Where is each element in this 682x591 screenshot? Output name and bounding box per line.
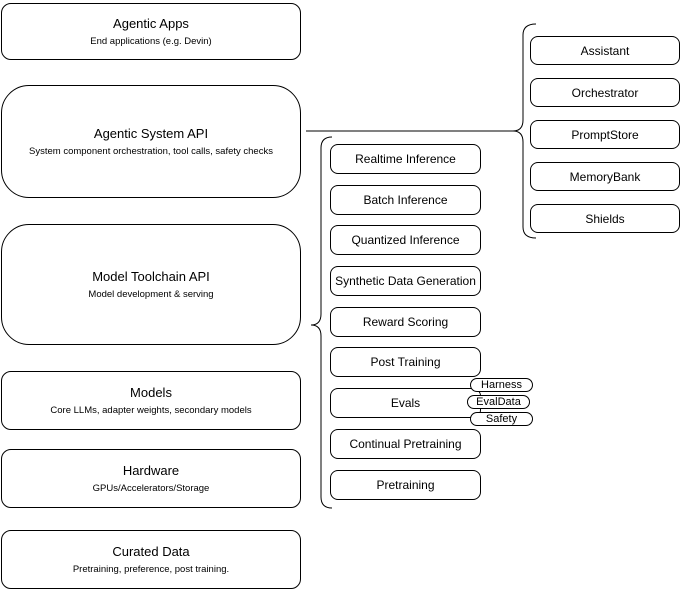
tag-harness: Harness [470, 378, 533, 392]
node-realtime-inference: Realtime Inference [330, 144, 481, 174]
node-memorybank: MemoryBank [530, 162, 680, 191]
tag-evaldata: EvalData [467, 395, 530, 409]
node-title: Agentic System API [93, 126, 209, 141]
node-subtitle: GPUs/Accelerators/Storage [92, 483, 210, 494]
node-synthetic-data-generation: Synthetic Data Generation [330, 266, 481, 297]
node-reward-scoring: Reward Scoring [330, 306, 481, 337]
node-shields: Shields [530, 204, 680, 233]
node-orchestrator: Orchestrator [530, 78, 680, 107]
toolchain-items-group: Realtime Inference Batch Inference Quant… [330, 144, 481, 500]
node-promptstore: PromptStore [530, 120, 680, 149]
node-evals: Evals [330, 388, 481, 419]
node-hardware: Hardware GPUs/Accelerators/Storage [1, 449, 301, 508]
node-title: Hardware [122, 463, 180, 478]
node-post-training: Post Training [330, 347, 481, 378]
node-batch-inference: Batch Inference [330, 184, 481, 215]
node-assistant: Assistant [530, 36, 680, 65]
node-quantized-inference: Quantized Inference [330, 225, 481, 256]
node-agentic-apps: Agentic Apps End applications (e.g. Devi… [1, 3, 301, 60]
node-title: Models [130, 385, 172, 400]
node-subtitle: Model development & serving [88, 289, 214, 300]
middle-group-brace [310, 136, 333, 509]
node-title: Model Toolchain API [92, 269, 210, 284]
tag-safety: Safety [470, 412, 533, 426]
system-components-group: Assistant Orchestrator PromptStore Memor… [530, 36, 680, 233]
node-subtitle: System component orchestration, tool cal… [29, 146, 273, 157]
node-title: Curated Data [112, 544, 190, 559]
node-subtitle: End applications (e.g. Devin) [90, 36, 212, 47]
node-continual-pretraining: Continual Pretraining [330, 428, 481, 459]
node-subtitle: Core LLMs, adapter weights, secondary mo… [50, 405, 252, 416]
node-title: Agentic Apps [113, 16, 189, 31]
node-subtitle: Pretraining, preference, post training. [72, 564, 230, 575]
node-pretraining: Pretraining [330, 469, 481, 500]
node-curated-data: Curated Data Pretraining, preference, po… [1, 530, 301, 589]
node-agentic-system-api: Agentic System API System component orch… [1, 85, 301, 198]
node-model-toolchain-api: Model Toolchain API Model development & … [1, 224, 301, 345]
node-models: Models Core LLMs, adapter weights, secon… [1, 371, 301, 430]
